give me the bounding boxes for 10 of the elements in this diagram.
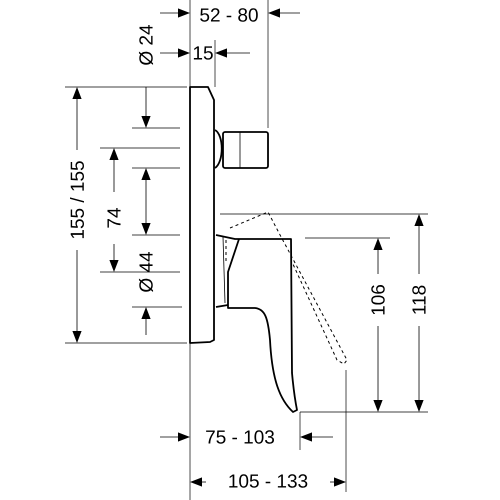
dimension-label: 52 - 80 [200, 8, 258, 22]
dimension-label: 155 / 155 [70, 161, 84, 238]
dimension-label: Ø 44 [138, 252, 154, 292]
dimension-label: 75 - 103 [206, 430, 274, 444]
dimension-label: Ø 24 [138, 24, 154, 65]
dimension-label: 106 [371, 285, 385, 314]
dimension-label: 15 [194, 46, 213, 60]
dimension-label: 74 [107, 208, 121, 228]
dimension-label: 105 - 133 [229, 474, 308, 488]
dimension-label: 118 [412, 286, 426, 314]
